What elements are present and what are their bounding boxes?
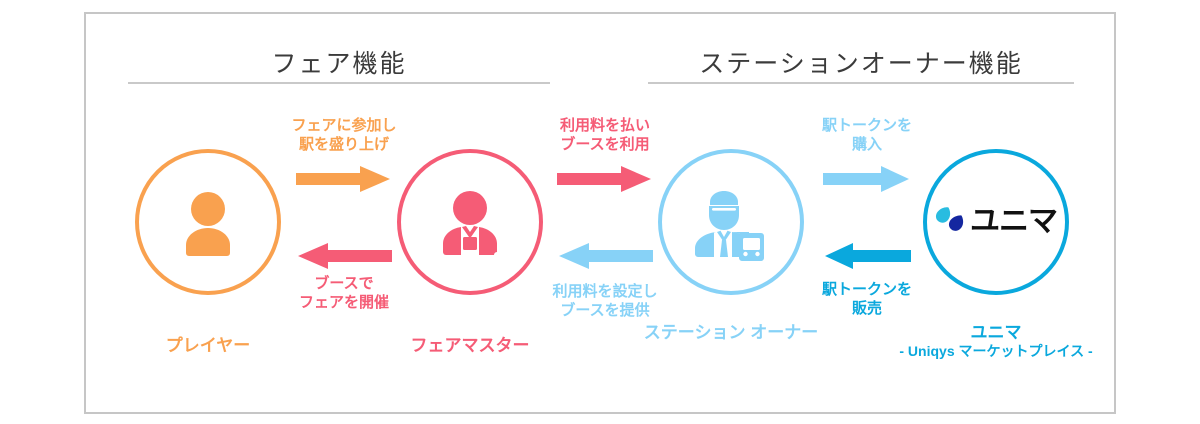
- arrow-label-line-1: フェアに参加し: [291, 117, 397, 134]
- node-caption-unima-text: ユニマ: [970, 323, 1022, 342]
- arrow-label-owner-to-unima: 駅トークンを 購入: [797, 116, 937, 154]
- node-caption-player-text: プレイヤー: [165, 336, 251, 355]
- arrow-label-line-1: 駅トークンを: [821, 281, 912, 298]
- arrow-label-line-1: 利用料を払い: [559, 117, 650, 134]
- arrow-label-line-1: 駅トークンを: [821, 117, 912, 134]
- arrow-label-fairmaster-to-player: ブースで フェアを開催: [269, 274, 419, 312]
- arrow-label-line-2: 駅を盛り上げ: [298, 136, 389, 154]
- person-with-badge-icon: [401, 153, 539, 291]
- unima-logo-text: ユニマ: [970, 205, 1058, 238]
- node-station-owner[interactable]: [658, 149, 804, 295]
- section-title-station-owner: ステーションオーナー機能: [699, 50, 1023, 78]
- arrow-unima-to-owner: [823, 240, 911, 272]
- station-master-train-icon: [662, 153, 800, 291]
- arrow-label-fairmaster-to-owner: 利用料を払い ブースを利用: [530, 116, 680, 154]
- arrow-label-line-2: ブースを利用: [560, 136, 650, 154]
- node-caption-fair-master-text: フェアマスター: [410, 336, 530, 355]
- node-caption-unima-sub: - Uniqys マーケットプレイス -: [899, 343, 1093, 360]
- arrow-label-owner-to-fairmaster: 利用料を設定し ブースを提供: [527, 282, 683, 320]
- arrow-label-line-2: 販売: [851, 300, 882, 318]
- node-fair-master[interactable]: [397, 149, 543, 295]
- arrow-label-line-2: ブースを提供: [560, 302, 650, 320]
- node-caption-station-owner-sub: オーナー: [750, 323, 819, 342]
- arrow-owner-to-fairmaster: [557, 240, 653, 272]
- section-title-fair: フェア機能: [271, 50, 407, 78]
- arrow-label-line-2: フェアを開催: [298, 294, 389, 312]
- unima-mark-icon: [935, 207, 964, 231]
- arrow-owner-to-unima: [823, 163, 911, 195]
- arrow-label-line-1: 利用料を設定し: [552, 283, 658, 300]
- node-caption-unima: ユニマ - Uniqys マーケットプレイス -: [896, 322, 1096, 361]
- unima-logo: ユニマ: [927, 153, 1065, 291]
- arrow-label-unima-to-owner: 駅トークンを 販売: [797, 280, 937, 318]
- section-rule-station-owner: [648, 82, 1074, 84]
- node-caption-fair-master: フェアマスター: [370, 335, 570, 356]
- arrow-fairmaster-to-owner: [557, 163, 653, 195]
- arrow-label-player-to-fairmaster: フェアに参加し 駅を盛り上げ: [269, 116, 419, 154]
- person-icon: [139, 153, 277, 291]
- node-unima[interactable]: ユニマ: [923, 149, 1069, 295]
- node-caption-station-owner-text: ステーション: [643, 323, 746, 342]
- node-caption-player: プレイヤー: [108, 335, 308, 356]
- section-rule-fair: [128, 82, 550, 84]
- node-caption-station-owner: ステーション オーナー: [641, 322, 821, 343]
- arrow-label-line-1: ブースで: [314, 275, 374, 292]
- arrow-fairmaster-to-player: [296, 240, 392, 272]
- arrow-player-to-fairmaster: [296, 163, 392, 195]
- node-player[interactable]: [135, 149, 281, 295]
- arrow-label-line-2: 購入: [851, 136, 882, 154]
